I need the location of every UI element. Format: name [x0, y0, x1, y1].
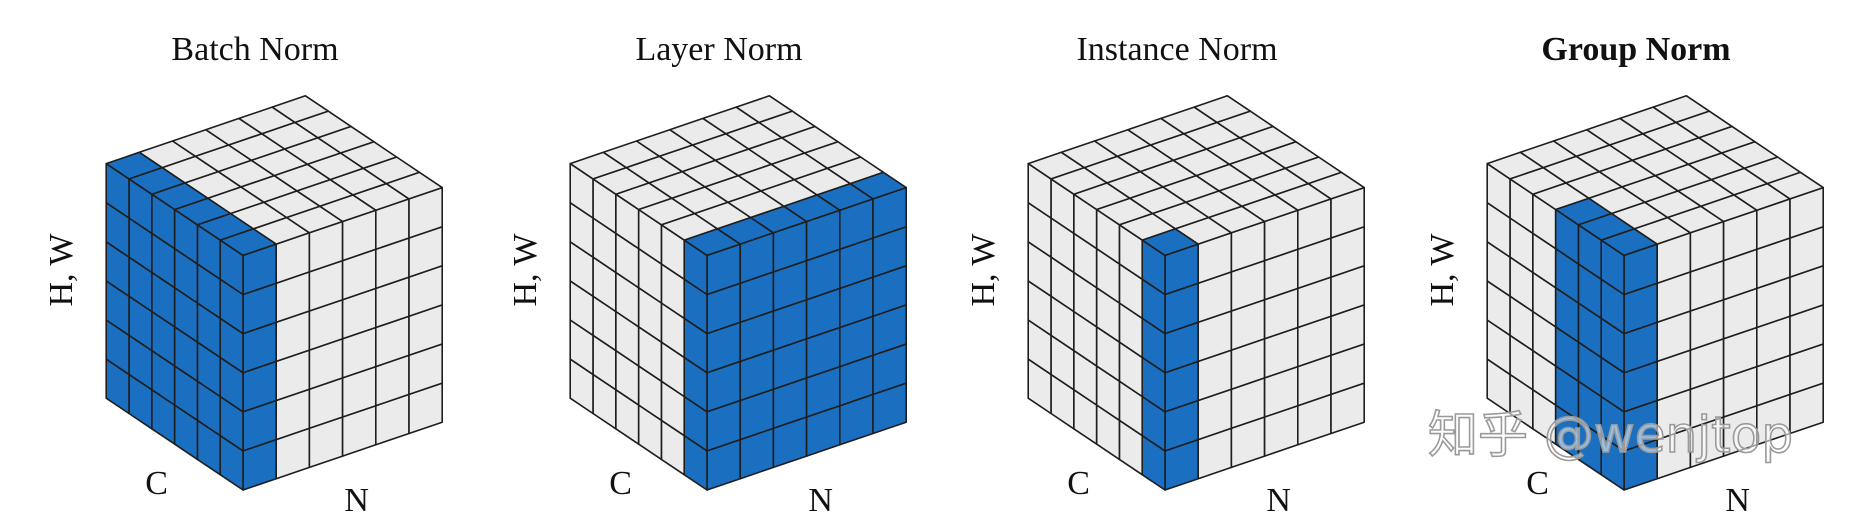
- top-face-cell: [271, 95, 330, 124]
- panel-title: Layer Norm: [635, 31, 802, 68]
- cube-panel-group: Group Norm H, W C N: [1424, 31, 1824, 513]
- axis-label-hw: H, W: [965, 233, 1002, 307]
- watermark: 知乎 @wenjtop: [1428, 406, 1793, 464]
- axis-label-c: C: [1526, 465, 1549, 502]
- cube-panel-layer: Layer Norm H, W C N: [507, 31, 908, 513]
- top-face-cell: [735, 95, 794, 124]
- panel-title: Group Norm: [1541, 31, 1730, 68]
- axis-label-n: N: [1266, 482, 1291, 513]
- axis-label-n: N: [1725, 482, 1750, 513]
- panel-title: Batch Norm: [171, 31, 338, 68]
- axis-label-c: C: [145, 465, 168, 502]
- top-face-cell: [1193, 95, 1251, 124]
- top-face-cell: [1652, 95, 1710, 124]
- axis-label-n: N: [808, 482, 833, 513]
- axis-label-c: C: [1067, 465, 1090, 502]
- axis-label-n: N: [344, 482, 369, 513]
- axis-label-hw: H, W: [1424, 233, 1461, 307]
- axis-label-hw: H, W: [43, 233, 80, 307]
- axis-label-c: C: [609, 465, 632, 502]
- cube-panel-batch: Batch Norm H, W C N: [43, 31, 444, 513]
- panel-title: Instance Norm: [1076, 31, 1277, 68]
- axis-label-hw: H, W: [507, 233, 544, 307]
- cube-panel-instance: Instance Norm H, W C N: [965, 31, 1365, 513]
